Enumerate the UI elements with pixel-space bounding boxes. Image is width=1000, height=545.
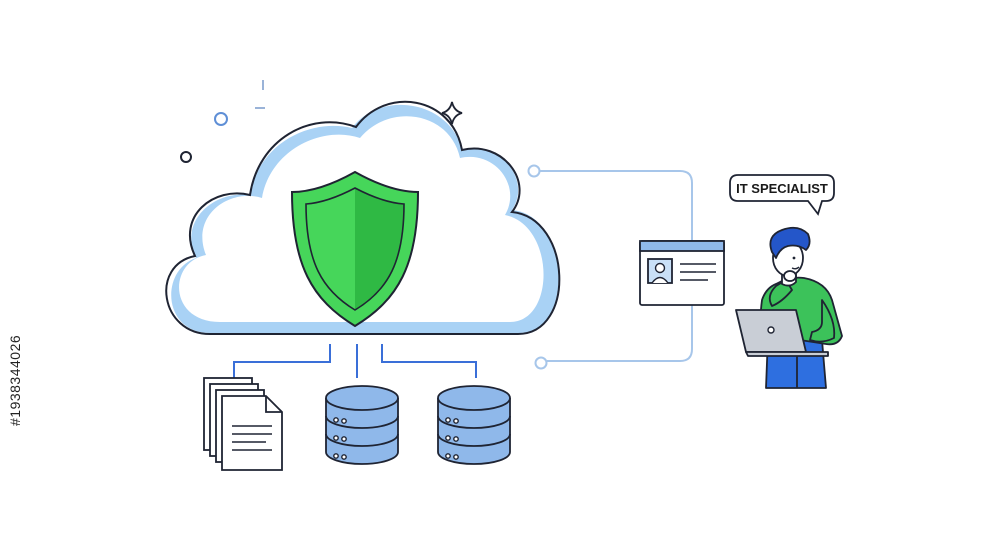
shield-inner bbox=[305, 187, 405, 311]
speech-bubble: IT SPECIALIST bbox=[729, 174, 835, 216]
it-specialist-figure bbox=[735, 226, 843, 389]
decor-circle-blue bbox=[214, 112, 228, 126]
shield-icon bbox=[290, 170, 420, 328]
stock-image-id: #1938344026 bbox=[7, 334, 23, 426]
database-ring-2 bbox=[437, 433, 511, 447]
profile-photo-head bbox=[654, 262, 666, 274]
database-leds bbox=[333, 417, 347, 460]
person-eye bbox=[792, 256, 796, 260]
speech-bubble-shape bbox=[729, 174, 835, 216]
person-hair bbox=[769, 226, 811, 259]
document-lines bbox=[232, 425, 272, 451]
storage-connectors bbox=[233, 344, 477, 378]
person-mouth bbox=[791, 266, 800, 270]
laptop-base bbox=[745, 351, 829, 357]
cloud-outline bbox=[165, 100, 561, 335]
connector-node-bottom bbox=[534, 356, 548, 370]
database-ring-2 bbox=[325, 433, 399, 447]
connector-node-top bbox=[527, 164, 541, 178]
database-top bbox=[437, 385, 511, 411]
person-hand bbox=[783, 270, 797, 282]
profile-card-icon bbox=[639, 240, 725, 306]
database-icon bbox=[437, 385, 511, 465]
document-sheet-front bbox=[221, 395, 283, 471]
database-ring-1 bbox=[325, 415, 399, 429]
profile-card-header bbox=[639, 240, 725, 252]
sparkle-icon bbox=[441, 101, 463, 125]
shield-inner-dark bbox=[355, 188, 404, 310]
database-leds bbox=[445, 417, 459, 460]
profile-photo-body bbox=[651, 276, 669, 284]
speech-bubble-label: IT SPECIALIST bbox=[736, 181, 828, 196]
laptop-logo bbox=[767, 326, 775, 334]
database-body bbox=[325, 398, 399, 465]
laptop-icon bbox=[735, 309, 829, 357]
connector-database-2 bbox=[381, 344, 477, 378]
documents-icon bbox=[203, 377, 283, 471]
profile-lines bbox=[680, 263, 716, 281]
connector-documents bbox=[233, 344, 331, 378]
person-arm-lower bbox=[809, 299, 836, 343]
decor-circle-left bbox=[180, 151, 192, 163]
document-fold bbox=[265, 396, 282, 413]
database-icon bbox=[325, 385, 399, 465]
database-top bbox=[325, 385, 399, 411]
person-arm-raised bbox=[768, 279, 793, 307]
database-ring-1 bbox=[437, 415, 511, 429]
database-body bbox=[437, 398, 511, 465]
